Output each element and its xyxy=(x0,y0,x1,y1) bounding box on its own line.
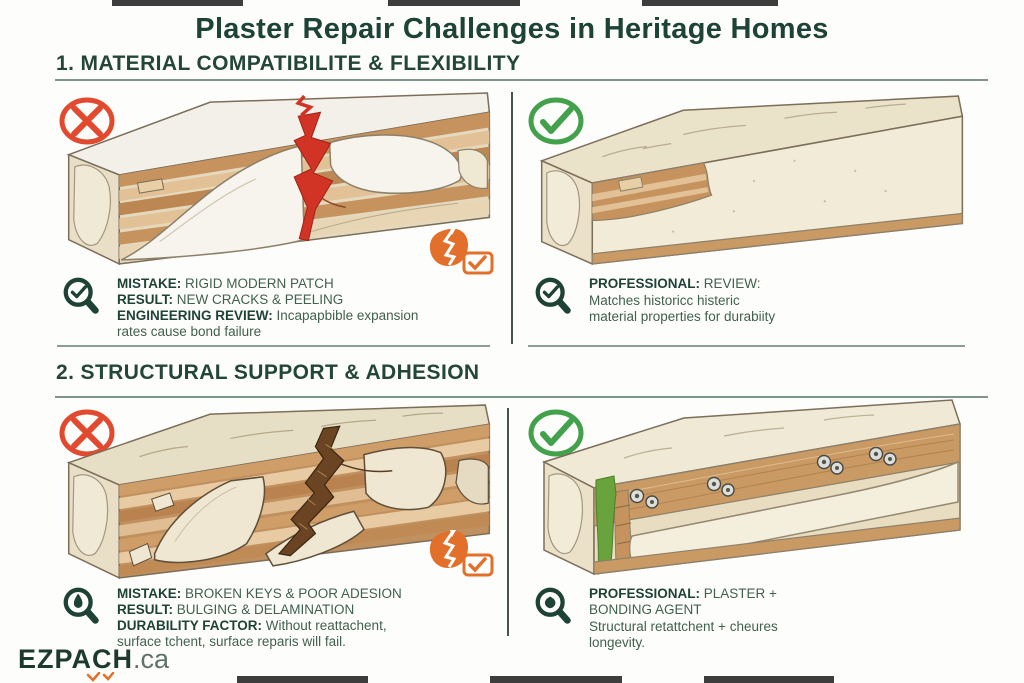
result-label: RESULT: xyxy=(117,292,173,307)
section-divider-right xyxy=(528,345,965,347)
professional-value: REVIEW: xyxy=(700,276,761,291)
result-label: RESULT: xyxy=(117,602,173,617)
edge-mark xyxy=(642,0,778,6)
x-circle-icon xyxy=(57,407,117,459)
check-circle-icon xyxy=(526,95,586,147)
durability-factor-value: Without reattachent, surface tchent, sur… xyxy=(117,618,387,649)
section2-heading: 2. STRUCTURAL SUPPORT & ADHESION xyxy=(56,361,480,384)
professional-label: PROFESSIONAL: xyxy=(589,586,701,601)
section2-mistake-caption: MISTAKE: BROKEN KEYS & POOR ADESION RESU… xyxy=(60,586,427,650)
brand-logo: EZPACH.ca xyxy=(18,644,169,675)
mistake-value: BROKEN KEYS & POOR ADESION xyxy=(181,586,402,601)
engineering-review-value: Incapapbible expansion rates cause bond … xyxy=(117,308,419,339)
edge-mark xyxy=(490,676,622,683)
section2-rule xyxy=(55,396,988,398)
mistake-label: MISTAKE: xyxy=(117,276,182,291)
engineering-review-label: ENGINEERING REVIEW: xyxy=(117,308,273,323)
illustration-reattached-plaster-wall xyxy=(524,396,974,580)
edge-mark xyxy=(112,0,243,6)
professional-value: PLASTER + BONDING AGENT xyxy=(589,586,777,617)
x-circle-icon xyxy=(57,95,117,147)
magnifier-check-icon xyxy=(535,277,571,314)
illustration-broken-keys-wall xyxy=(52,400,500,582)
section1-panel-divider xyxy=(511,92,513,344)
mistake-label: MISTAKE: xyxy=(117,586,182,601)
professional-description: Matches historicc histeric material prop… xyxy=(589,293,776,324)
magnifier-spade-icon xyxy=(63,587,99,624)
result-value: NEW CRACKS & PEELING xyxy=(173,292,344,307)
section2-professional-text: PROFESSIONAL: PLASTER + BONDING AGENT St… xyxy=(589,586,789,651)
edge-mark xyxy=(237,676,368,683)
section1-mistake-caption: MISTAKE: RIGID MODERN PATCH RESULT: NEW … xyxy=(60,276,449,340)
edge-mark xyxy=(704,676,834,683)
section1-rule xyxy=(55,79,988,81)
mistake-value: RIGID MODERN PATCH xyxy=(181,276,334,291)
professional-label: PROFESSIONAL: xyxy=(589,276,701,291)
section1-mistake-text: MISTAKE: RIGID MODERN PATCH RESULT: NEW … xyxy=(117,276,449,340)
section2-mistake-text: MISTAKE: BROKEN KEYS & POOR ADESION RESU… xyxy=(117,586,427,650)
magnifier-check-icon xyxy=(63,277,99,314)
brand-check-marks-icon xyxy=(86,669,120,683)
illustration-rigid-patch-cracked-wall xyxy=(52,90,500,270)
cracked-circle-checkbox-icon xyxy=(422,226,496,276)
section2-panel-divider xyxy=(507,408,509,636)
result-value: BULGING & DELAMINATION xyxy=(173,602,355,617)
section1-professional-text: PROFESSIONAL: REVIEW: Matches historicc … xyxy=(589,276,784,325)
section1-professional-caption: PROFESSIONAL: REVIEW: Matches historicc … xyxy=(532,276,784,325)
durability-factor-label: DURABILITY FACTOR: xyxy=(117,618,262,633)
magnifier-dot-icon xyxy=(535,587,571,624)
section1-heading: 1. MATERIAL COMPATIBILITE & FLEXIBILITY xyxy=(56,52,521,75)
edge-mark xyxy=(388,0,520,6)
page-title: Plaster Repair Challenges in Heritage Ho… xyxy=(195,13,829,45)
illustration-matched-plaster-wall xyxy=(526,90,972,270)
brand-name: EZPACH xyxy=(18,644,134,674)
cracked-circle-checkbox-icon xyxy=(422,528,496,578)
brand-tld: .ca xyxy=(133,644,170,674)
plaster-washers xyxy=(629,446,897,509)
section-divider-left xyxy=(57,345,490,347)
section2-professional-caption: PROFESSIONAL: PLASTER + BONDING AGENT St… xyxy=(532,586,789,651)
professional-description: Structural retattchent + cheures longevi… xyxy=(589,619,778,650)
check-circle-icon xyxy=(526,407,586,459)
